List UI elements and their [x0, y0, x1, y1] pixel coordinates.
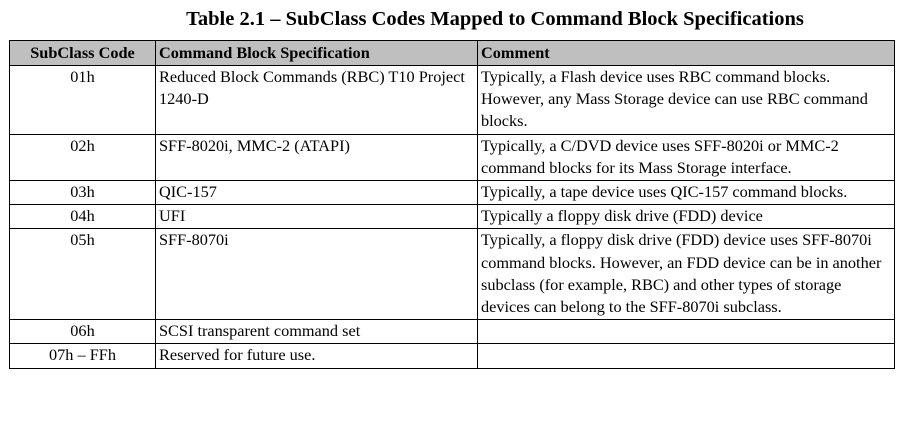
command-block-spec-cell: Reserved for future use. [155, 343, 478, 369]
command-block-spec-cell: SCSI transparent command set [155, 319, 478, 345]
subclass-code-cell: 06h [9, 319, 156, 345]
table-header-row: SubClass Code Command Block Specificatio… [9, 40, 895, 66]
command-block-spec-cell: Reduced Block Commands (RBC) T10 Project… [155, 65, 478, 135]
command-block-spec-cell: SFF-8020i, MMC-2 (ATAPI) [155, 133, 478, 182]
comment-cell [477, 319, 895, 345]
subclass-code-cell: 02h [9, 133, 156, 182]
table-row: 03h QIC-157 Typically, a tape device use… [9, 180, 895, 206]
subclass-code-cell: 03h [9, 180, 156, 206]
comment-cell: Typically, a tape device uses QIC-157 co… [477, 180, 895, 206]
subclass-code-cell: 04h [9, 204, 156, 230]
command-block-spec-cell: UFI [155, 204, 478, 230]
table-row: 05h SFF-8070i Typically, a floppy disk d… [9, 228, 895, 321]
comment-cell [477, 343, 895, 369]
header-subclass-code: SubClass Code [9, 40, 156, 66]
table-row: 02h SFF-8020i, MMC-2 (ATAPI) Typically, … [9, 133, 895, 182]
subclass-code-cell: 07h – FFh [9, 343, 156, 369]
subclass-codes-table: SubClass Code Command Block Specificatio… [9, 40, 895, 369]
table-row: 07h – FFh Reserved for future use. [9, 343, 895, 369]
header-comment: Comment [477, 40, 895, 66]
subclass-code-cell: 05h [9, 228, 156, 321]
table-row: 01h Reduced Block Commands (RBC) T10 Pro… [9, 65, 895, 135]
table-caption: Table 2.1 – SubClass Codes Mapped to Com… [186, 8, 804, 30]
command-block-spec-cell: QIC-157 [155, 180, 478, 206]
comment-cell: Typically a floppy disk drive (FDD) devi… [477, 204, 895, 230]
comment-cell: Typically, a Flash device uses RBC comma… [477, 65, 895, 135]
subclass-code-cell: 01h [9, 65, 156, 135]
comment-cell: Typically, a C/DVD device uses SFF-8020i… [477, 133, 895, 182]
table-row: 06h SCSI transparent command set [9, 319, 895, 345]
comment-cell: Typically, a floppy disk drive (FDD) dev… [477, 228, 895, 321]
command-block-spec-cell: SFF-8070i [155, 228, 478, 321]
table-row: 04h UFI Typically a floppy disk drive (F… [9, 204, 895, 230]
header-command-block-specification: Command Block Specification [155, 40, 478, 66]
